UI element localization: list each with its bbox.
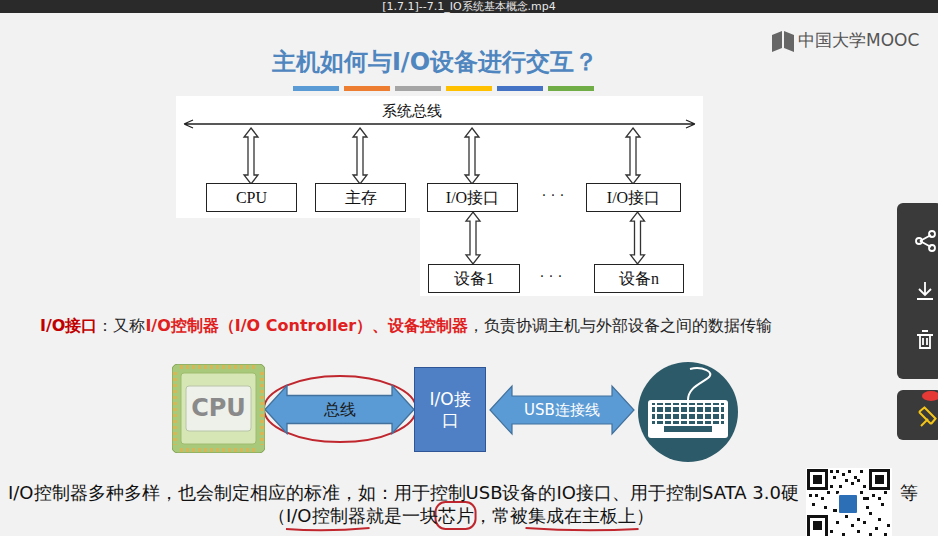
annotation-underline [286,528,370,530]
pin-button [897,390,938,440]
bus-tap-arrow [353,128,367,184]
share-icon [929,231,935,237]
component-box: CPU [206,183,297,212]
note-text: （I/O控制器就是一块芯片，常被集成在主板上） [268,505,654,527]
node-text: CPU [236,188,267,207]
title-bar [497,86,543,91]
bus-tap-arrow [465,128,479,184]
keyboard-spacebar [664,426,712,432]
qr-modules [809,470,890,536]
io-interface-box: I/O接口 [414,367,486,452]
node-text: I/O接口 [422,389,478,430]
qr-code-ground [806,468,892,536]
ellipsis: · · · [540,268,562,285]
arrow-label: USB连接线 [524,401,600,419]
diagram-panel [176,96,703,296]
delete-icon [917,331,933,348]
title-bar [395,86,441,91]
node-text: I/O接口 [446,188,499,207]
chip-die [186,386,251,431]
term-text: I/O接口 [40,316,97,335]
component-box: I/O接口 [586,183,681,212]
slide-title: 主机如何与I/O设备进行交互？ [272,48,598,77]
term-text: I/O控制器（I/O Controller）、设备控制器 [145,316,468,335]
annotation-ellipse [264,376,416,442]
node-text: 主存 [345,188,377,207]
chip-pins [175,367,262,450]
logo-icon [772,31,794,52]
component-box: 主存 [315,183,406,212]
bus-tap-arrow [244,128,258,184]
connector-label: 总线 [324,400,356,419]
system-bus [184,120,695,128]
usb-cable-arrow [490,386,634,434]
definition-text: ，负责协调主机与外部设备之间的数据传输 [468,316,772,335]
component-box: 设备n [594,264,684,293]
share-icon [929,245,935,251]
title-bar [293,86,339,91]
title-bar [446,86,492,91]
pin-icon [919,407,936,426]
title-bar [548,86,594,91]
video-title-bar [0,0,938,13]
node-text: 设备n [619,269,659,288]
new-badge [922,391,938,401]
qr-badge [838,494,858,514]
keyboard-keys [652,403,724,424]
keyboard-cable [688,368,710,400]
bus-arrow [265,386,414,434]
qr-finder [807,469,890,536]
note-text: 等 [900,482,918,504]
double-arrow [466,212,480,264]
logo-text: 中国大学MOOC [798,30,919,50]
node-text: I/O接口 [607,188,660,207]
video-title: [1.7.1]--7.1_IO系统基本概念.mp4 [382,0,556,13]
node-text: CPU [191,394,246,423]
ellipsis: · · · [542,187,564,204]
definition-text: ：又称 [97,316,145,335]
bus-name: 系统总线 [382,102,442,120]
double-arrow [631,212,645,264]
download-icon [917,282,933,299]
title-bar [344,86,390,91]
bus-tap-arrow [626,128,640,184]
node-text: 设备1 [454,269,494,288]
share-icon [916,238,922,244]
component-box: I/O接口 [427,183,518,212]
side-toolbar [897,203,938,379]
keyboard-badge [638,362,738,462]
cpu-chip: CPU [172,364,265,453]
chip-substrate [172,364,265,453]
component-box: 设备1 [428,264,520,293]
note-text: I/O控制器多种多样，也会制定相应的标准，如：用于控制USB设备的IO接口、用于… [8,482,799,504]
keyboard-body [648,400,728,438]
annotation-underline [526,528,639,530]
chip-body [181,373,256,444]
